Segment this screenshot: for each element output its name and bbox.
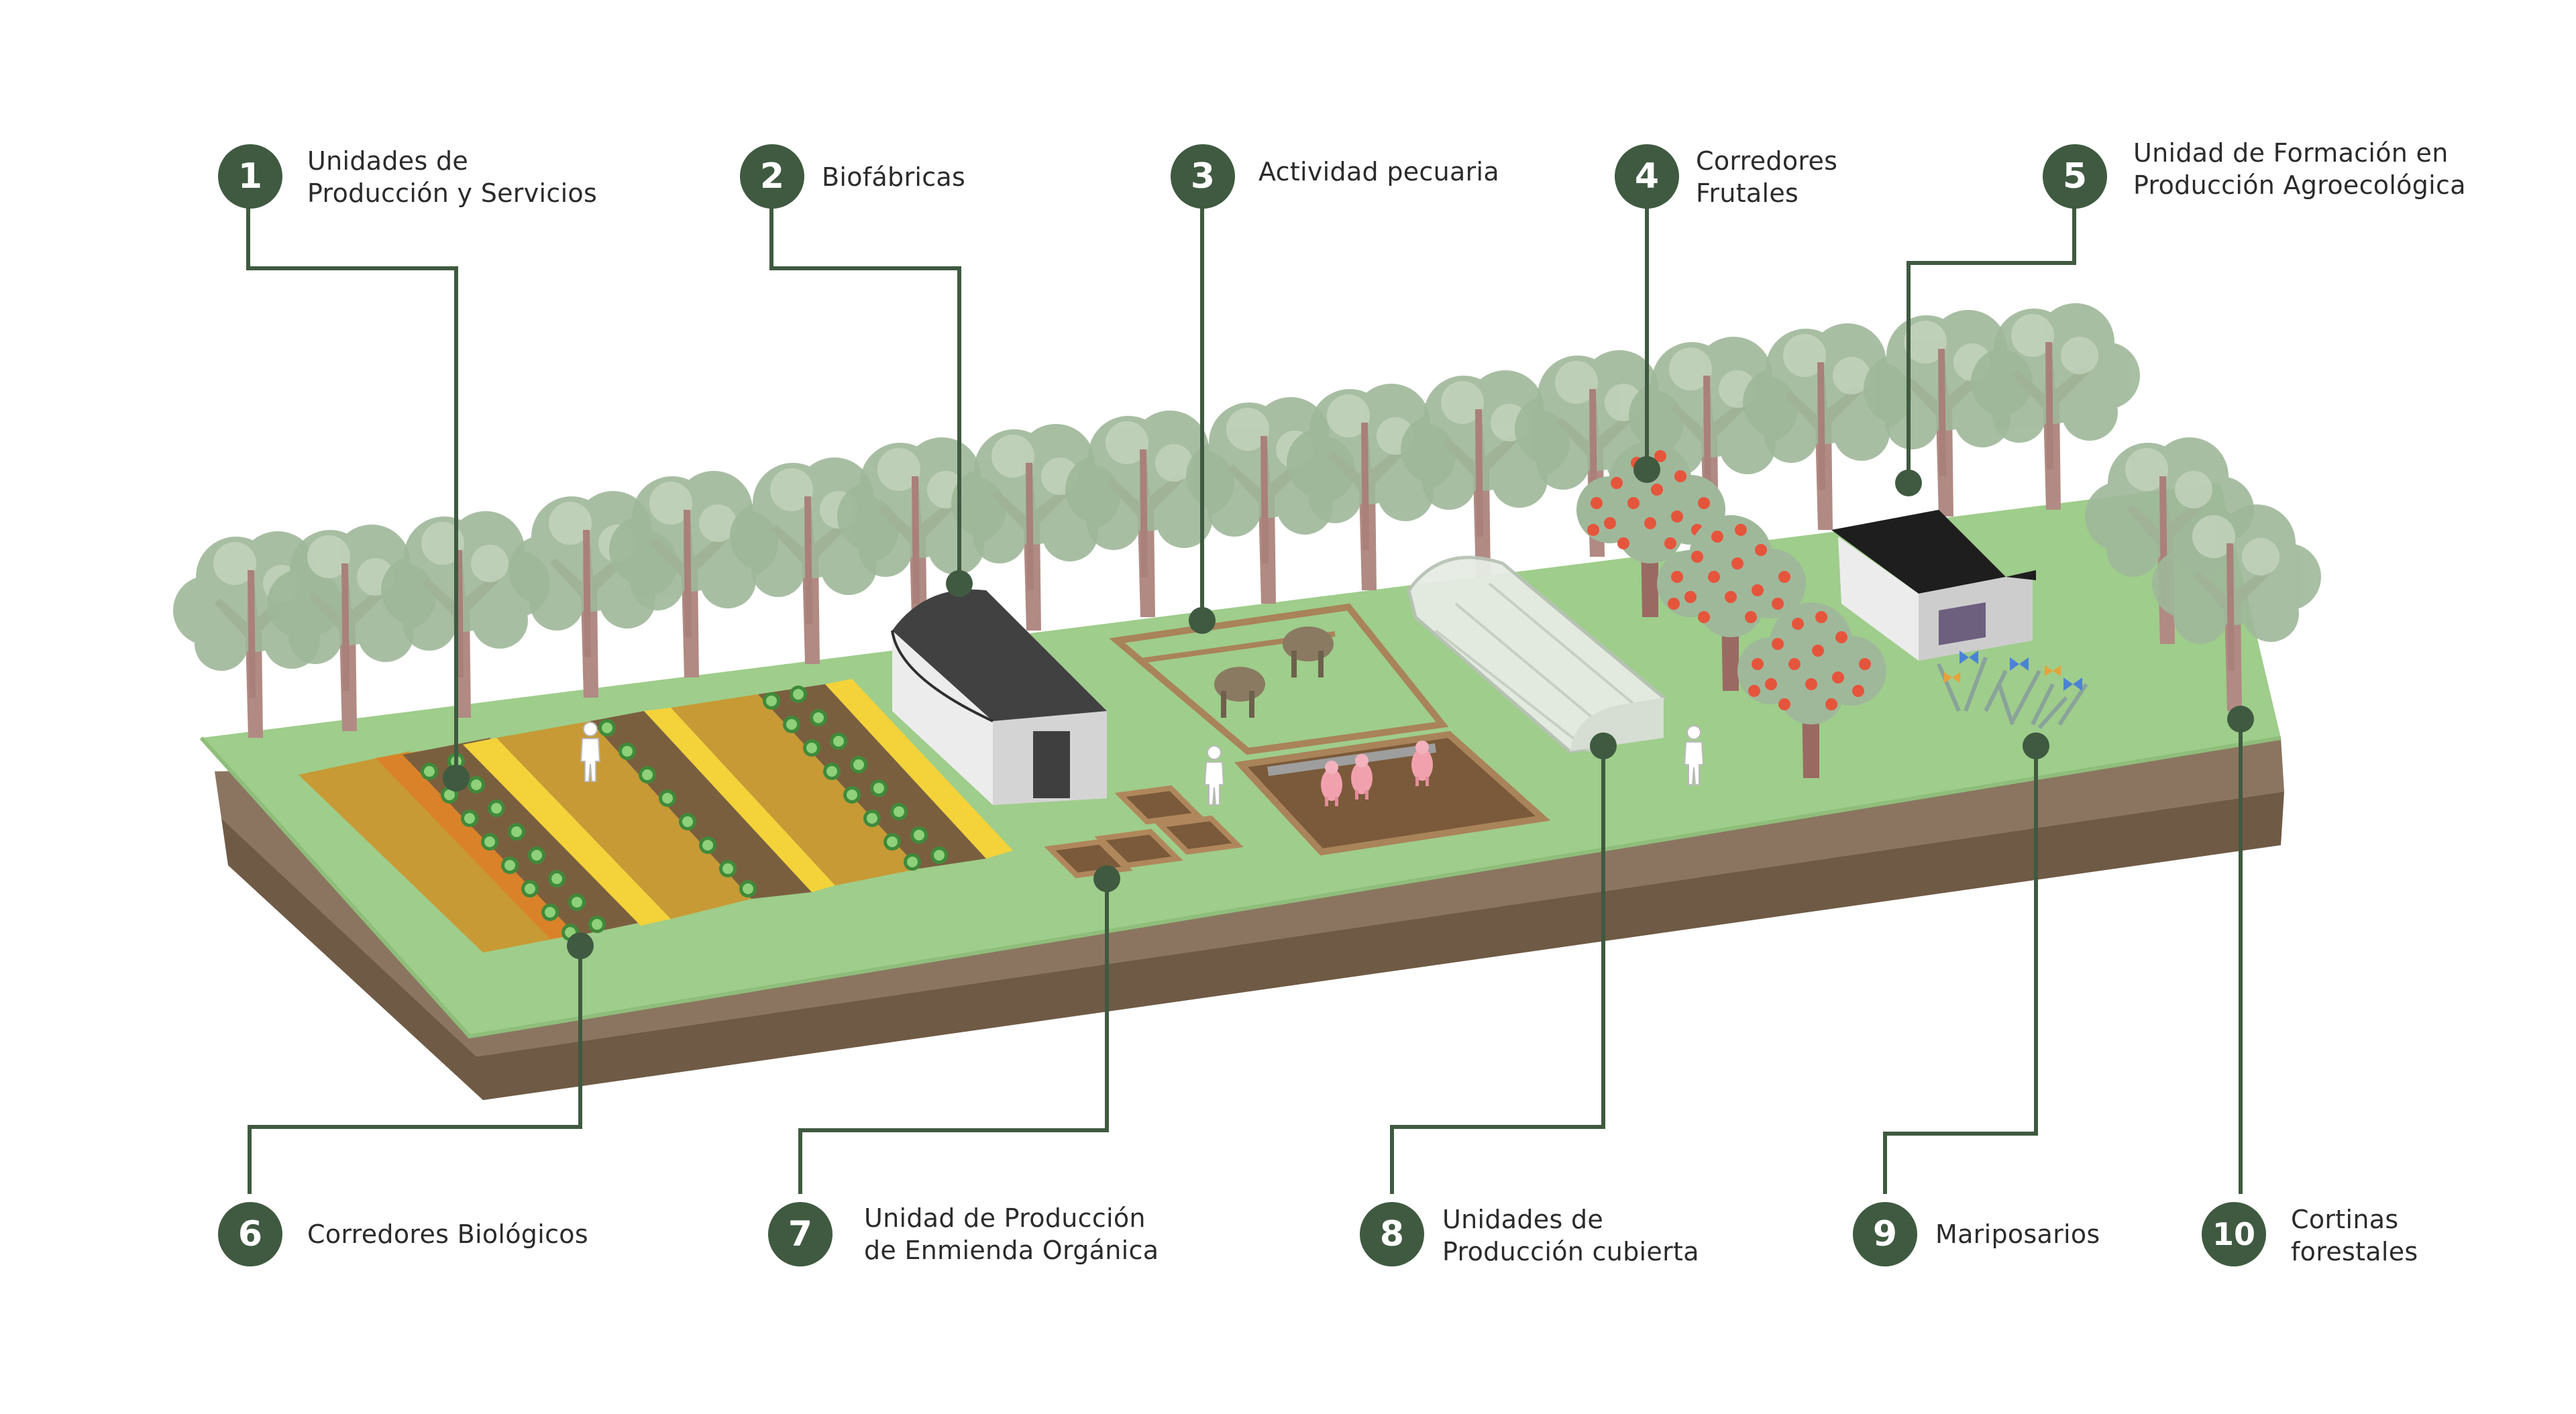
callout-badge-7: 7 xyxy=(768,1202,833,1266)
butterfly-garden xyxy=(1937,651,2088,729)
callout-label-8: Unidades de Producción cubierta xyxy=(1442,1203,1699,1268)
callout-badge-8: 8 xyxy=(1360,1202,1424,1266)
callout-badge-5: 5 xyxy=(2043,144,2107,209)
callout-label-3-line-1: Actividad pecuaria xyxy=(1258,157,1499,186)
callout-badge-2: 2 xyxy=(740,144,804,209)
biofactory-shed xyxy=(891,589,1107,805)
callout-label-5: Unidad de Formación en Producción Agroec… xyxy=(2133,137,2466,201)
callout-dots xyxy=(443,456,2254,959)
callout-label-4-line-2: Frutales xyxy=(1696,178,1799,208)
callout-label-9: Mariposarios xyxy=(1935,1218,2100,1250)
callout-label-4: Corredores Frutales xyxy=(1696,145,1837,209)
callout-label-7-line-1: Unidad de Producción xyxy=(864,1203,1146,1233)
callout-label-1-line-1: Unidades de xyxy=(307,146,469,176)
callout-label-2-line-1: Biofábricas xyxy=(822,162,966,192)
callout-label-6: Corredores Biológicos xyxy=(307,1218,588,1250)
callout-badge-6: 6 xyxy=(218,1202,282,1266)
callout-label-10-line-2: forestales xyxy=(2291,1237,2418,1266)
callout-label-9-line-1: Mariposarios xyxy=(1935,1219,2100,1249)
training-house xyxy=(1831,510,2036,661)
callout-label-3: Actividad pecuaria xyxy=(1258,156,1499,188)
callout-badge-4: 4 xyxy=(1615,144,1679,209)
livestock-area xyxy=(1109,603,1551,856)
callout-label-5-line-2: Producción Agroecológica xyxy=(2133,170,2466,200)
callout-label-7: Unidad de Producción de Enmienda Orgánic… xyxy=(864,1202,1159,1266)
callout-badge-10: 10 xyxy=(2202,1202,2266,1266)
callout-label-2: Biofábricas xyxy=(822,161,965,193)
callout-label-10-line-1: Cortinas xyxy=(2291,1205,2399,1234)
callout-label-8-line-1: Unidades de xyxy=(1442,1205,1604,1234)
callout-label-1: Unidades de Producción y Servicios xyxy=(307,145,597,209)
compost-boxes xyxy=(1044,785,1244,879)
callout-badge-9: 9 xyxy=(1853,1202,1917,1266)
callout-label-6-line-1: Corredores Biológicos xyxy=(307,1219,588,1249)
callout-label-10: Cortinas forestales xyxy=(2291,1203,2418,1268)
crop-beds xyxy=(299,679,1013,953)
callout-label-4-line-1: Corredores xyxy=(1696,146,1838,176)
callout-label-7-line-2: de Enmienda Orgánica xyxy=(864,1236,1159,1265)
callout-label-1-line-2: Producción y Servicios xyxy=(307,178,598,208)
callout-leaders xyxy=(246,201,2243,1194)
callout-badge-3: 3 xyxy=(1171,144,1235,209)
callout-badge-1: 1 xyxy=(218,144,282,209)
callout-label-8-line-2: Producción cubierta xyxy=(1442,1237,1699,1266)
callout-label-5-line-1: Unidad de Formación en xyxy=(2133,138,2449,168)
